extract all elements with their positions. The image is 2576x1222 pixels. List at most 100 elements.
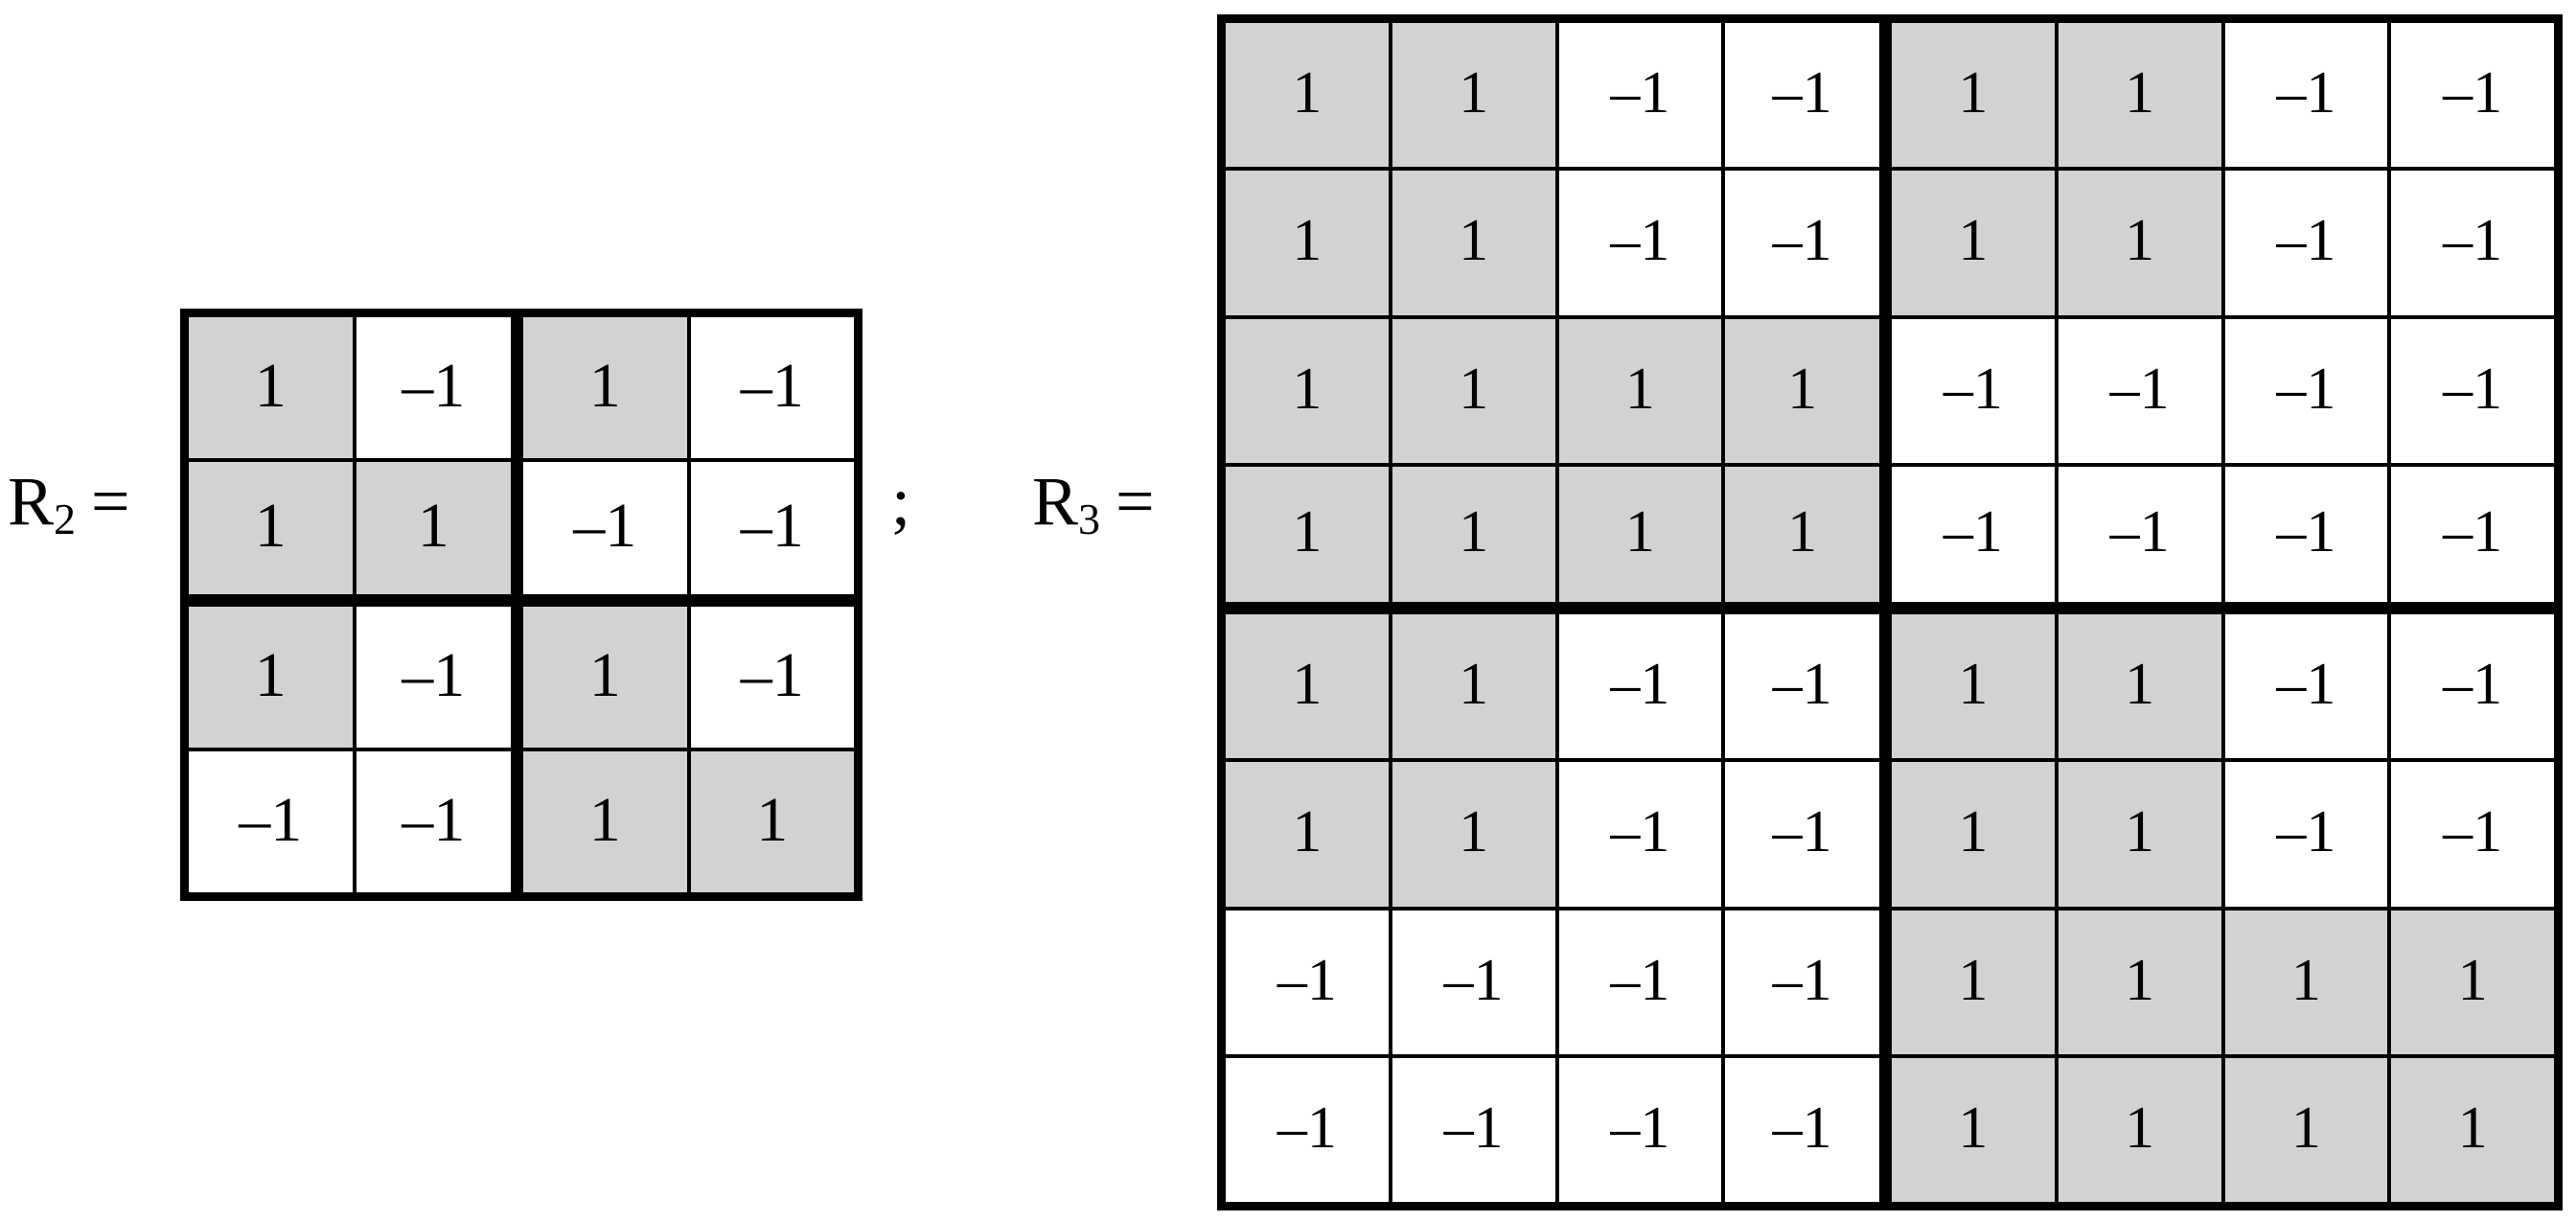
matrix-cell-r3-r5-c0: 1: [1226, 762, 1389, 907]
matrix-cell-r3-r7-c2: –1: [1558, 1057, 1722, 1202]
matrix-cell-r2-r3-c1: –1: [356, 751, 511, 892]
matrix-cell-r2-r2-c2: 1: [523, 607, 687, 748]
matrix-cell-value: 1: [1624, 499, 1655, 565]
matrix-cell-value: 1: [1459, 799, 1489, 865]
matrix-cell-value: –1: [1443, 1095, 1504, 1161]
matrix-cell-r3-r2-c3: 1: [1725, 318, 1879, 463]
matrix-cell-r2-r1-c0: 1: [189, 462, 353, 594]
matrix-cell-value: 1: [1624, 356, 1655, 422]
matrix-cell-value: –1: [573, 491, 637, 561]
matrix-cell-r3-r5-c6: –1: [2224, 762, 2388, 907]
matrix-cell-r3-r6-c6: 1: [2224, 910, 2388, 1054]
matrix-cell-value: –1: [2443, 652, 2503, 718]
matrix-cell-value: 1: [1459, 60, 1489, 127]
matrix-cell-value: –1: [2443, 356, 2503, 422]
matrix-cell-value: 1: [2125, 60, 2155, 127]
matrix-cell-r2-r1-c1: 1: [356, 462, 511, 594]
matrix-cell-r3-r3-c3: 1: [1725, 466, 1879, 602]
matrix-cell-value: –1: [740, 350, 804, 421]
matrix-cell-r3-r4-c0: 1: [1226, 614, 1389, 759]
matrix-cell-value: –1: [1276, 947, 1337, 1013]
matrix-cell-value: 1: [1292, 652, 1322, 718]
matrix-cell-value: 1: [588, 784, 621, 855]
matrix-cell-value: –1: [2276, 356, 2336, 422]
matrix-cell-r2-r0-c0: 1: [189, 317, 353, 458]
matrix-cell-value: –1: [2276, 652, 2336, 718]
matrix-cell-r3-r2-c2: 1: [1558, 318, 1722, 463]
matrix-cell-value: 1: [2125, 208, 2155, 274]
matrix-cell-value: –1: [402, 350, 466, 421]
matrix-cell-value: 1: [2290, 1095, 2321, 1161]
matrix-cell-r3-r5-c4: 1: [1892, 762, 2055, 907]
matrix-cell-value: 1: [2457, 947, 2488, 1013]
matrix-cell-r3-r6-c0: –1: [1226, 910, 1389, 1054]
matrix-cell-r3-r5-c7: –1: [2391, 762, 2554, 907]
matrix-separator-semicolon: ;: [891, 463, 911, 540]
matrix-cell-value: 1: [1459, 652, 1489, 718]
matrix-cell-value: –1: [2443, 799, 2503, 865]
matrix-cell-value: –1: [2109, 356, 2170, 422]
matrix-cell-value: 1: [756, 784, 789, 855]
matrix-cell-r3-r3-c5: –1: [2058, 466, 2221, 602]
matrix-cell-r3-r4-c7: –1: [2391, 614, 2554, 759]
matrix-cell-value: –1: [2443, 208, 2503, 274]
matrix-cell-r2-r2-c0: 1: [189, 607, 353, 748]
matrix-cell-value: 1: [2457, 1095, 2488, 1161]
matrix-cell-r3-r5-c5: 1: [2058, 762, 2221, 907]
matrix-cell-r3-r5-c1: 1: [1392, 762, 1555, 907]
matrix-cell-value: –1: [402, 784, 466, 855]
matrix-cell-value: –1: [1772, 60, 1832, 127]
matrix-cell-r3-r2-c7: –1: [2391, 318, 2554, 463]
matrix-cell-r3-r4-c4: 1: [1892, 614, 2055, 759]
matrix-cell-r3-r4-c5: 1: [2058, 614, 2221, 759]
matrix-cell-value: 1: [2125, 652, 2155, 718]
matrix-cell-value: 1: [588, 350, 621, 421]
matrix-label-r2: R2=: [8, 467, 130, 542]
matrix-cell-value: –1: [1772, 799, 1832, 865]
matrix-cell-r3-r3-c4: –1: [1892, 466, 2055, 602]
matrix-cell-value: –1: [1772, 1095, 1832, 1161]
matrix-cell-r3-r0-c2: –1: [1558, 23, 1722, 168]
matrix-cell-value: –1: [2109, 499, 2170, 565]
matrix-cell-r3-r2-c0: 1: [1226, 318, 1389, 463]
matrix-cell-r2-r2-c3: –1: [690, 607, 854, 748]
matrix-cell-r3-r6-c1: –1: [1392, 910, 1555, 1054]
matrix-cell-value: 1: [1459, 356, 1489, 422]
matrix-cell-r2-r3-c3: 1: [690, 751, 854, 892]
matrix-cell-value: 1: [2125, 1095, 2155, 1161]
matrix-cell-r2-r1-c3: –1: [690, 462, 854, 594]
matrix-cell-value: 1: [1787, 356, 1818, 422]
matrix-cell-value: 1: [1292, 208, 1322, 274]
matrix-cell-value: 1: [2125, 947, 2155, 1013]
matrix-cell-value: –1: [239, 784, 303, 855]
matrix-cell-value: 1: [417, 491, 449, 561]
matrix-cell-value: –1: [1610, 652, 1670, 718]
matrix-cell-r3-r7-c7: 1: [2391, 1057, 2554, 1202]
matrix-cell-r3-r1-c4: 1: [1892, 171, 2055, 315]
matrix-cell-r2-r0-c2: 1: [523, 317, 687, 458]
matrix-cell-value: –1: [2443, 60, 2503, 127]
matrix-cell-r3-r7-c4: 1: [1892, 1057, 2055, 1202]
matrix-cell-value: 1: [1958, 1095, 1989, 1161]
matrix-cell-value: 1: [2125, 799, 2155, 865]
matrix-label-r3: R3=: [1032, 467, 1155, 542]
matrix-cell-r3-r0-c4: 1: [1892, 23, 2055, 168]
matrix-cell-value: 1: [254, 350, 287, 421]
matrix-cell-r2-r0-c3: –1: [690, 317, 854, 458]
matrix-label-r3-equals: =: [1116, 463, 1155, 540]
matrix-cell-r3-r6-c5: 1: [2058, 910, 2221, 1054]
matrix-cell-value: 1: [1958, 799, 1989, 865]
matrix-cell-value: –1: [1610, 208, 1670, 274]
matrix-cell-r3-r3-c0: 1: [1226, 466, 1389, 602]
matrix-label-r2-base: R: [8, 463, 55, 540]
matrix-label-r2-subscript: 2: [54, 495, 77, 544]
matrix-cell-value: –1: [1772, 947, 1832, 1013]
matrix-cell-r3-r4-c3: –1: [1725, 614, 1879, 759]
matrix-cell-r3-r0-c5: 1: [2058, 23, 2221, 168]
matrix-cell-value: –1: [1772, 652, 1832, 718]
matrix-cell-value: 1: [1958, 947, 1989, 1013]
matrix-cell-r3-r5-c3: –1: [1725, 762, 1879, 907]
matrix-cell-value: –1: [1610, 60, 1670, 127]
